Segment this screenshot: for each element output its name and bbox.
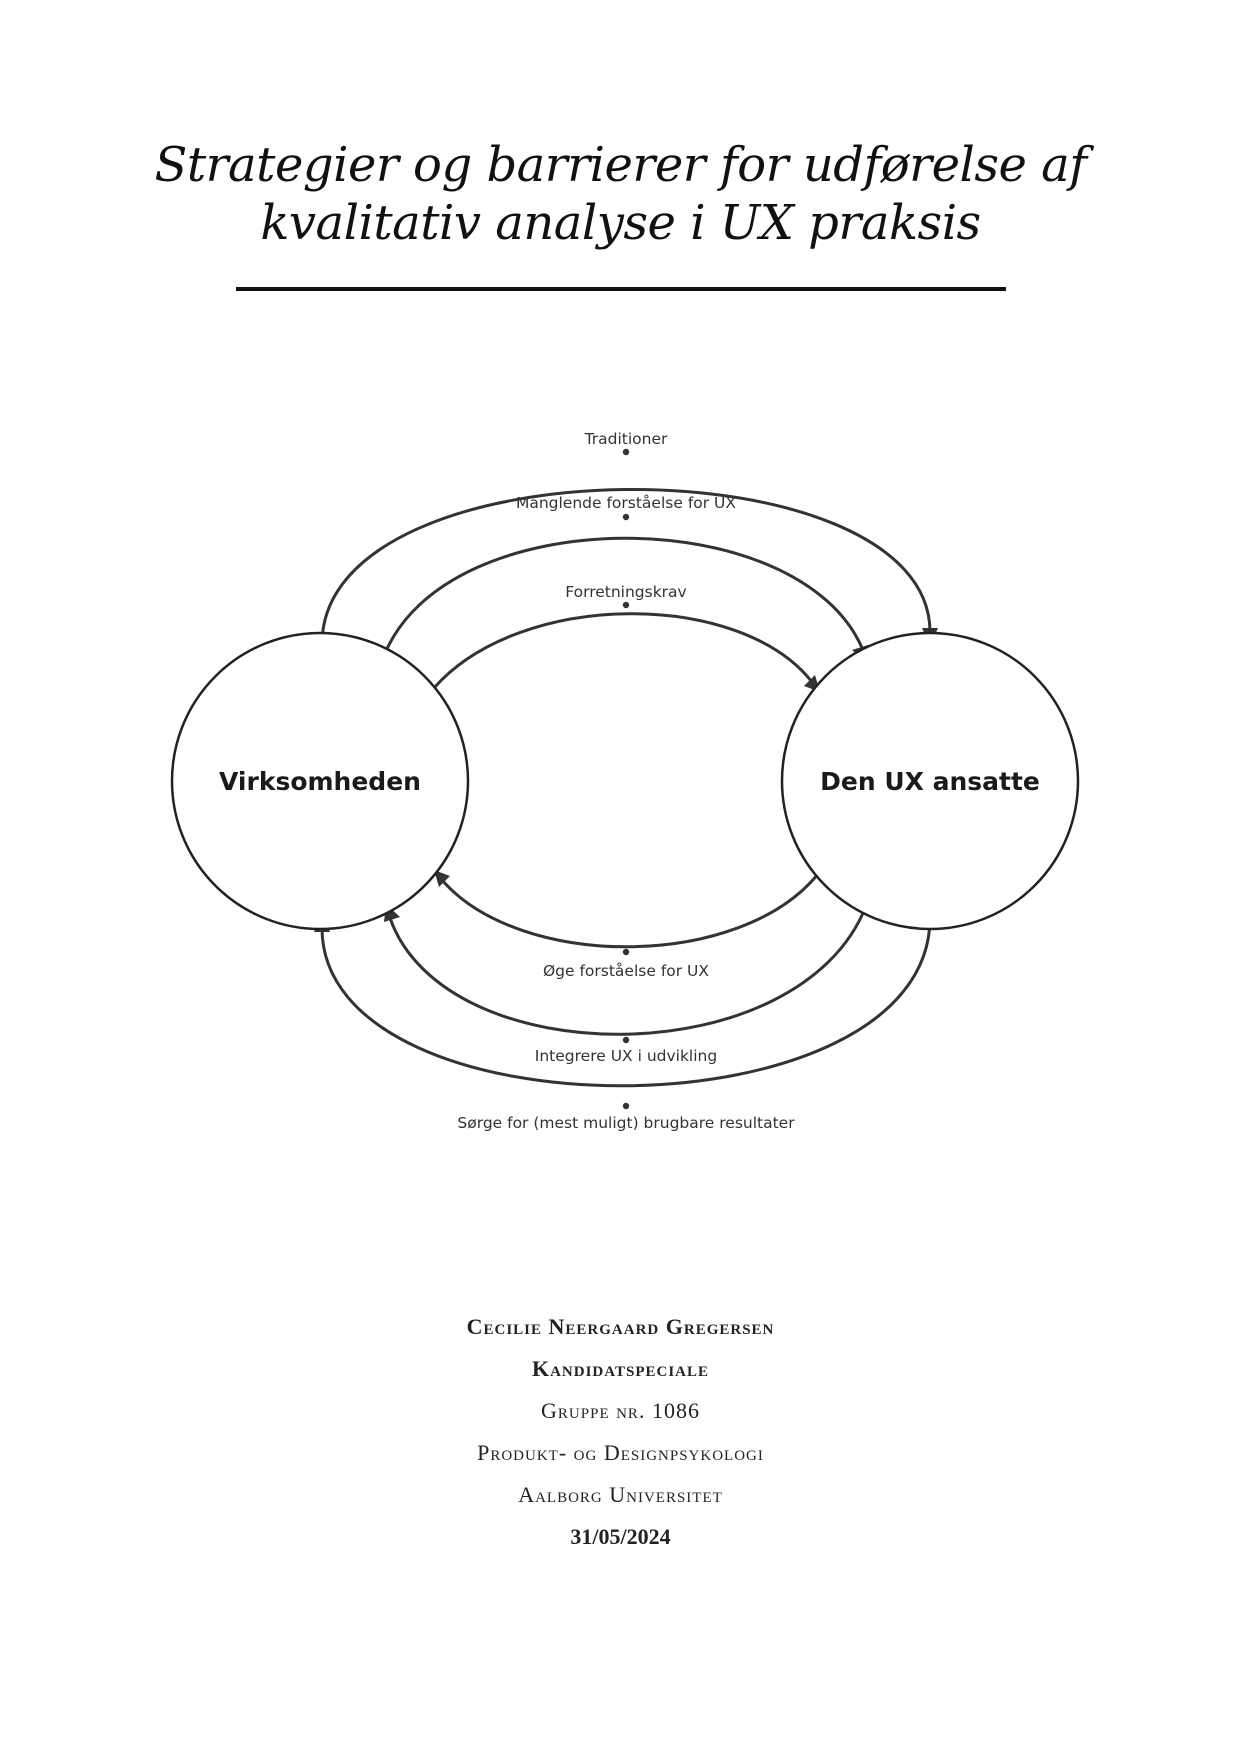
node-virksomheden (170, 631, 470, 931)
edge-manglende-forstaaelse (382, 536, 865, 657)
edge-dot-forretningskrav (622, 601, 630, 609)
edge-label-traditioner: Traditioner (584, 430, 668, 448)
edge-soerge-for (320, 917, 932, 1088)
node-den-ux-ansatte (780, 631, 1080, 931)
edge-traditioner (320, 488, 932, 645)
edge-integrere-ux (388, 905, 868, 1036)
study-program: Produkt- og Designpsykologi (477, 1440, 764, 1465)
edge-label-forretningskrav: Forretningskrav (565, 583, 686, 601)
edge-dot-oege-forstaaelse (622, 948, 630, 956)
edge-forretningskrav (432, 612, 814, 689)
title-divider (236, 287, 1006, 291)
edge-dot-soerge-for (622, 1102, 630, 1110)
edge-label-integrere-ux: Integrere UX i udvikling (535, 1047, 717, 1065)
edge-label-manglende-forstaaelse: Manglende forståelse for UX (516, 494, 736, 512)
thesis-type: Kandidatspeciale (531, 1356, 710, 1381)
node-label-den-ux-ansatte: Den UX ansatte (820, 767, 1040, 796)
author-name: Cecilie Neergaard Gregersen (466, 1314, 775, 1339)
edge-label-oege-forstaaelse: Øge forståelse for UX (543, 962, 709, 980)
node-label-virksomheden: Virksomheden (219, 767, 421, 796)
title-line-2: kvalitativ analyse i UX praksis (260, 195, 981, 251)
title-line-1: Strategier og barrierer for udførelse af (154, 137, 1087, 193)
university-name: Aalborg Universitet (518, 1482, 723, 1507)
edge-dot-integrere-ux (622, 1036, 630, 1044)
edge-dot-traditioner (622, 448, 630, 456)
group-number: Gruppe nr. 1086 (541, 1398, 700, 1423)
edge-dot-manglende-forstaaelse (622, 513, 630, 521)
arrowhead-oege-forstaaelse (434, 870, 450, 887)
document-title: Strategier og barrierer for udførelse af… (0, 136, 1241, 252)
edge-oege-forstaaelse (440, 873, 820, 949)
title-page-details: Cecilie Neergaard Gregersen Kandidatspec… (0, 1306, 1241, 1558)
submission-date: 31/05/2024 (570, 1524, 671, 1549)
edge-label-soerge-for: Sørge for (mest muligt) brugbare resulta… (457, 1114, 795, 1132)
